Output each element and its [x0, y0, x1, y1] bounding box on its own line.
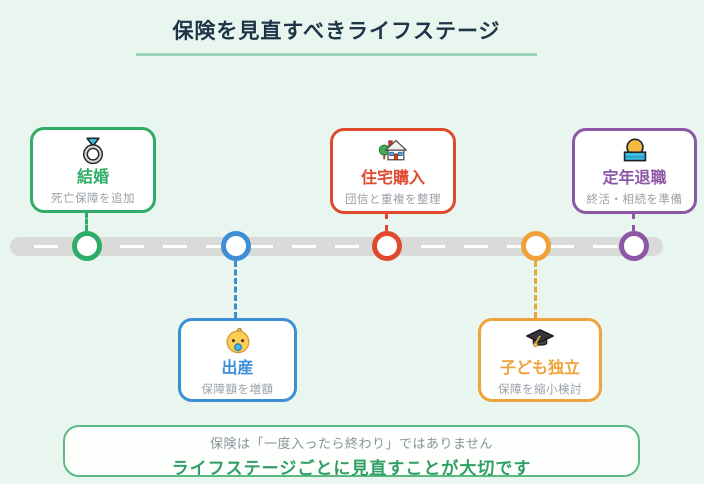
connector-independence — [534, 261, 537, 318]
page-title: 保険を見直すべきライフステージ — [172, 20, 501, 43]
stage-card-retirement: 定年退職 終活・相続を準備 — [572, 128, 697, 214]
title-underline — [136, 53, 537, 56]
stage-label: 子ども独立 — [499, 360, 580, 377]
baby-icon — [181, 326, 294, 358]
connector-home — [385, 213, 388, 231]
stage-note: 保障を縮小検討 — [498, 384, 582, 397]
stage-label: 結婚 — [76, 169, 109, 186]
ring-icon — [33, 135, 153, 167]
stage-card-home-purchase: 住宅購入 団信と重複を整理 — [330, 128, 456, 214]
stage-label: 定年退職 — [602, 170, 667, 187]
money-icon — [575, 136, 694, 168]
stage-card-child-independence: 子ども独立 保障を縮小検討 — [478, 318, 602, 402]
timeline-dot-childbirth — [221, 231, 251, 261]
footer-line1: 保険は「一度入ったら終わり」ではありません — [209, 436, 494, 451]
stage-label: 住宅購入 — [360, 170, 425, 187]
house-icon — [333, 136, 453, 168]
stage-label: 出産 — [221, 360, 254, 377]
connector-marriage — [85, 212, 88, 231]
footer-line2: ライフステージごとに見直すことが大切です — [171, 459, 532, 478]
stage-note: 終活・相続を準備 — [586, 194, 683, 207]
road-center-dashes — [34, 245, 639, 248]
timeline-dot-retirement — [619, 231, 649, 261]
connector-retirement — [632, 213, 635, 231]
stage-card-childbirth: 出産 保障額を増額 — [178, 318, 297, 402]
stage-note: 死亡保障を追加 — [51, 193, 135, 206]
stage-card-marriage: 結婚 死亡保障を追加 — [30, 127, 156, 213]
timeline-dot-home — [372, 231, 402, 261]
timeline-dot-marriage — [72, 231, 102, 261]
stage-note: 団信と重複を整理 — [345, 194, 441, 207]
graduation-cap-icon — [481, 326, 599, 358]
footer-message-box: 保険は「一度入ったら終わり」ではありません ライフステージごとに見直すことが大切… — [63, 425, 640, 478]
connector-childbirth — [234, 261, 237, 318]
timeline-dot-independence — [521, 231, 551, 261]
timeline-road — [10, 237, 663, 256]
stage-note: 保障額を増額 — [201, 384, 274, 397]
